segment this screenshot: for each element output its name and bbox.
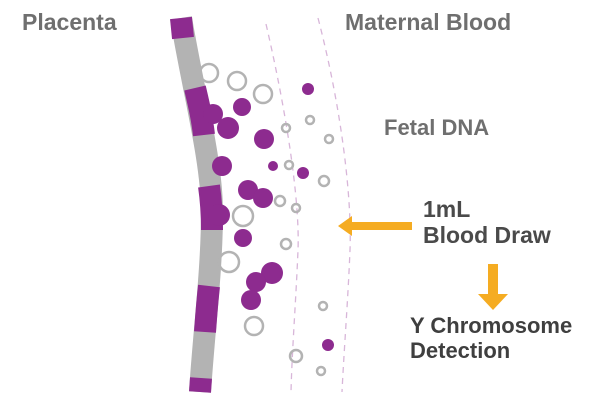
detection-label: Y Chromosome Detection xyxy=(410,313,573,363)
maternal-dna-ring xyxy=(226,70,248,92)
wall-segment xyxy=(184,85,215,137)
fetal-dna-dot xyxy=(208,204,230,226)
maternal-dna-ring xyxy=(231,204,255,228)
blood-draw-arrow xyxy=(338,216,412,236)
fetal-dna-dot xyxy=(302,83,314,95)
fetal-dna-dot xyxy=(261,262,283,284)
vessel-boundary-outer xyxy=(317,17,351,393)
maternal-dna-ring xyxy=(290,202,302,214)
maternal-dna-ring xyxy=(280,122,292,134)
wall-segment xyxy=(194,284,220,333)
fetal-dna-dot xyxy=(212,156,232,176)
maternal-dna-ring xyxy=(288,348,304,364)
maternal-dna-ring xyxy=(317,300,329,312)
fetal-dna-dot xyxy=(241,290,261,310)
fetal-dna-dot xyxy=(254,129,274,149)
fetal-dna-dot xyxy=(234,229,252,247)
maternal-dna-ring xyxy=(198,62,220,84)
fetal-dna-dot xyxy=(253,188,273,208)
fetal-dna-dot xyxy=(233,98,251,116)
maternal-dna-ring xyxy=(273,194,287,208)
fetal-dna-dot xyxy=(268,161,278,171)
fetal-dna-dot xyxy=(238,180,258,200)
vessel-boundaries xyxy=(265,17,351,393)
maternal-dna-ring xyxy=(304,114,316,126)
detection-line-2: Detection xyxy=(410,337,511,363)
fetal-dna-dot xyxy=(322,339,334,351)
maternal-dna-ring xyxy=(315,365,327,377)
fetal-dna-dot xyxy=(203,104,223,124)
blood-draw-volume: 1mL xyxy=(423,196,471,222)
fetal-dna-dot xyxy=(217,117,239,139)
wall-segment xyxy=(170,16,194,40)
blood-draw-label: 1mL Blood Draw xyxy=(423,196,551,249)
maternal-dna-ring xyxy=(243,315,265,337)
placenta-wall xyxy=(170,16,224,393)
fetal-dna-dot xyxy=(297,167,309,179)
blood-draw-text: Blood Draw xyxy=(423,221,551,248)
placenta-label: Placenta xyxy=(22,9,117,35)
maternal-dna-ring xyxy=(252,83,274,105)
maternal-dna-ring xyxy=(317,174,331,188)
vessel-boundary-inner xyxy=(265,23,299,393)
maternal-blood-label: Maternal Blood xyxy=(345,9,512,35)
maternal-dna-ring xyxy=(283,159,295,171)
maternal-dna-ring xyxy=(279,237,293,251)
wall-segment xyxy=(189,377,212,393)
maternal-dna-ring xyxy=(323,133,335,145)
detection-arrow xyxy=(478,264,508,310)
placenta-wall-purple-segments xyxy=(170,16,223,393)
fetal-dna-dot xyxy=(246,272,266,292)
maternal-dna-ring xyxy=(217,250,241,274)
fetal-dna-label: Fetal DNA xyxy=(384,115,490,140)
fetal-dna-particles xyxy=(203,83,334,351)
maternal-dna-particles xyxy=(198,62,335,377)
detection-line-1: Y Chromosome xyxy=(410,313,573,338)
